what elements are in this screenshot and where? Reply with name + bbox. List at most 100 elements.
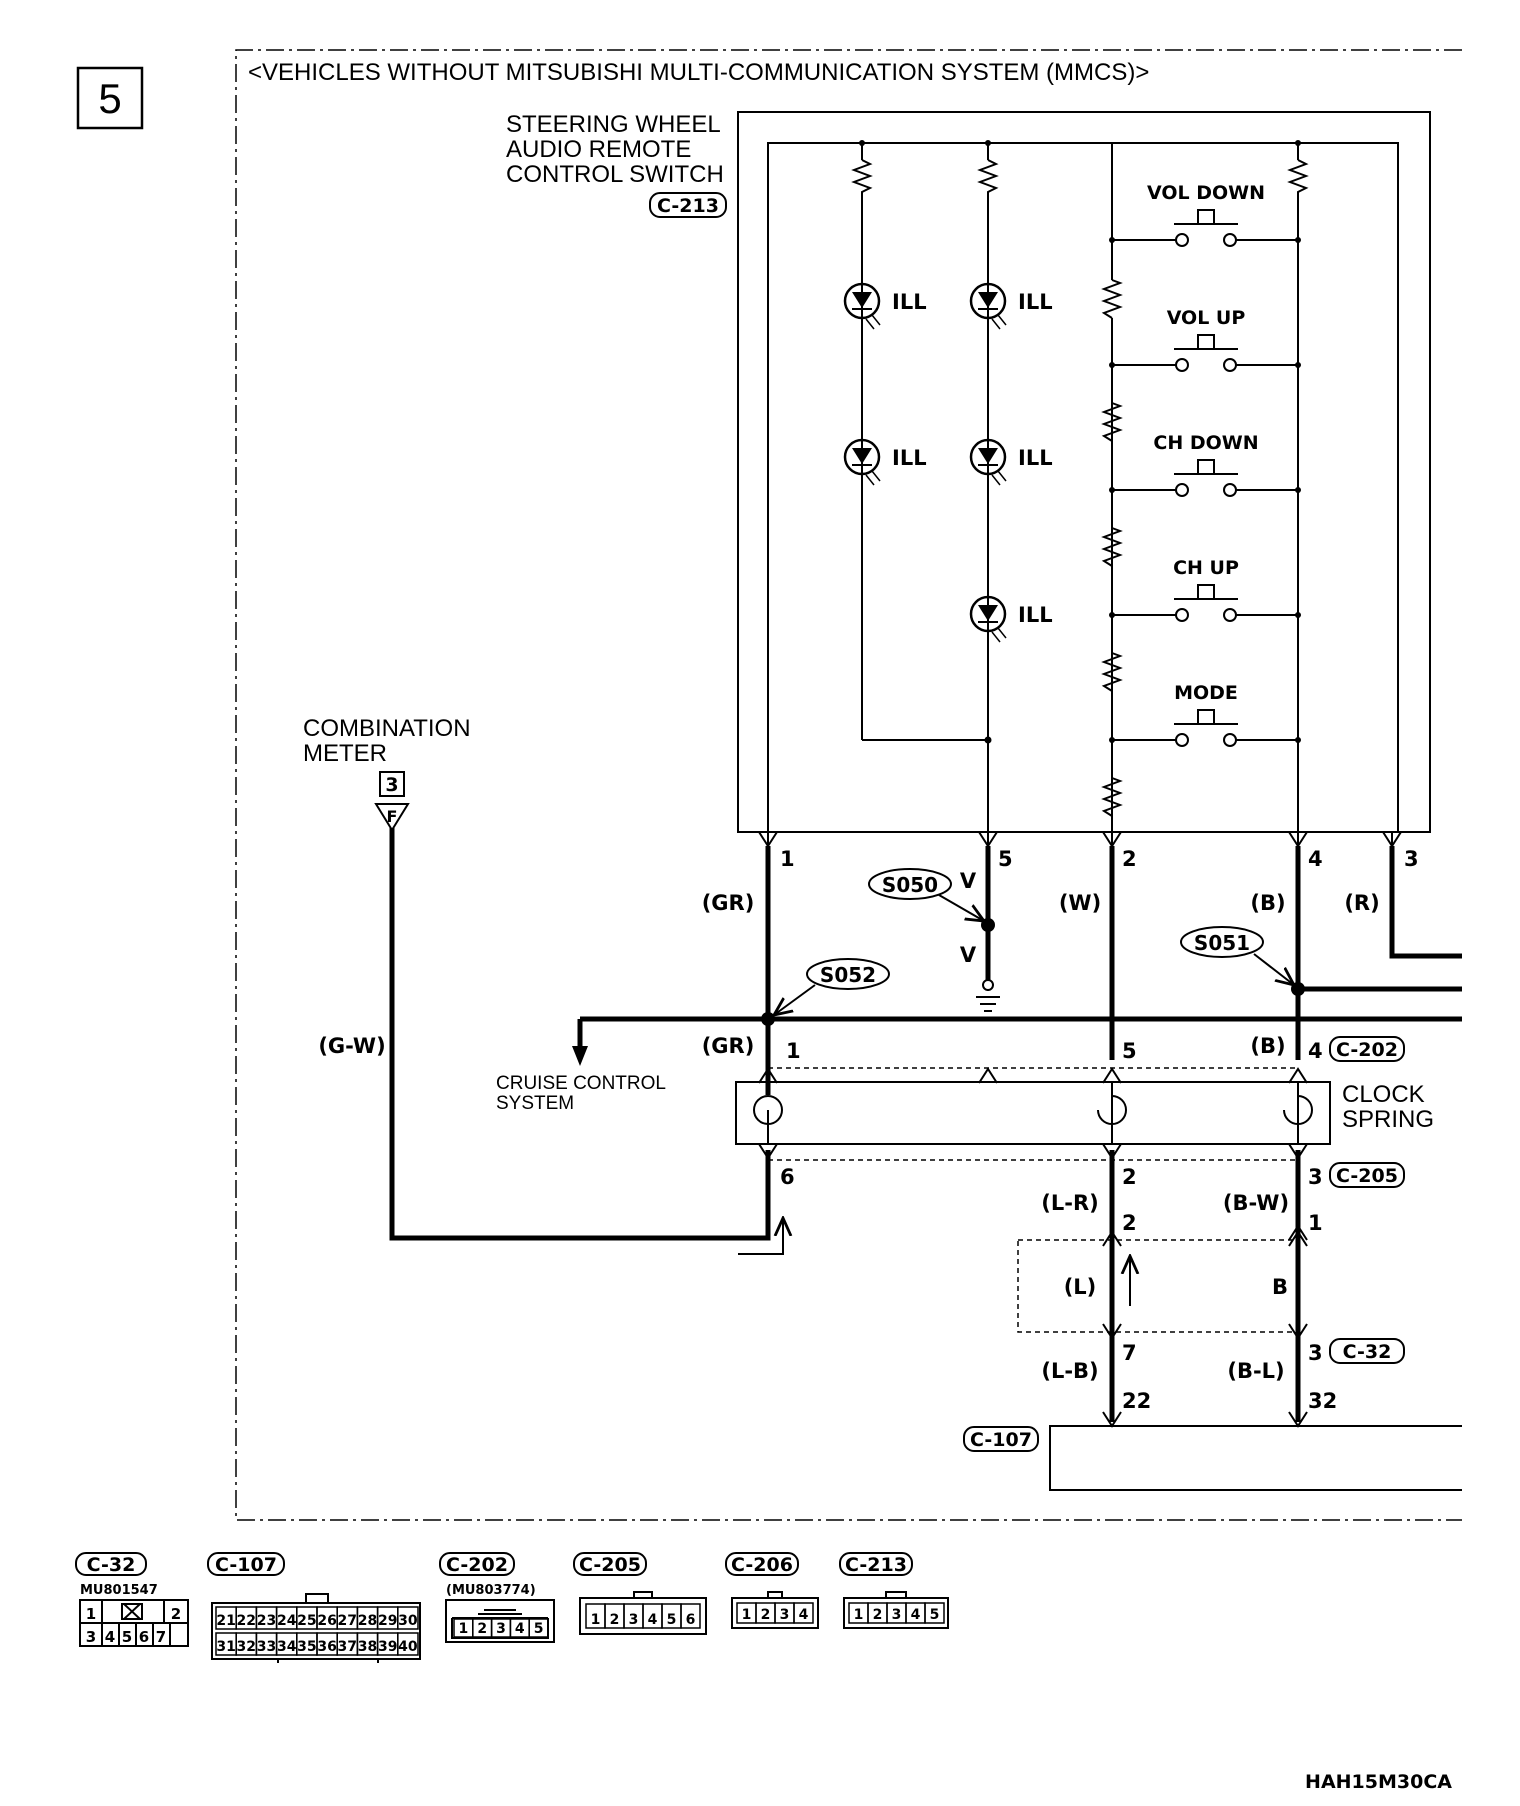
pin-2: 2 (1122, 847, 1137, 871)
splice-s051: S051 (1180, 926, 1294, 985)
pin-number: 5 (667, 1612, 677, 1628)
svg-text:S052: S052 (820, 963, 876, 987)
svg-text:MU801547: MU801547 (80, 1583, 158, 1598)
spring-coil-2-icon (1097, 1095, 1127, 1125)
led-5-icon (969, 595, 1007, 643)
c202-pin-1: 1 (786, 1039, 801, 1063)
connector-c107-label: C-107 (970, 1429, 1032, 1451)
led-2-icon (843, 438, 881, 486)
pin-number: 23 (257, 1613, 276, 1629)
pin-number: 1 (591, 1612, 601, 1628)
pin-number: 1 (459, 1621, 469, 1637)
pin-number: 27 (338, 1613, 357, 1629)
ground-icon (976, 979, 1000, 1012)
switch-ch-down-icon (1109, 459, 1301, 497)
pin-number: 4 (515, 1621, 525, 1637)
pin-number: 21 (216, 1613, 235, 1629)
switch-label-vol-down: VOL DOWN (1147, 182, 1265, 204)
wire-b: (B) (1250, 891, 1285, 915)
meter-terminal: F (387, 807, 398, 826)
connector-c32-label: C-32 (1343, 1341, 1392, 1363)
wire-gr-2: (GR) (702, 1034, 755, 1058)
spring-coil-3-icon (1283, 1095, 1313, 1125)
wire-v-lower: V (960, 943, 977, 967)
meter-box-number: 3 (385, 774, 398, 796)
pin-number: 30 (398, 1613, 418, 1629)
led-label-3: ILL (1018, 290, 1053, 314)
switch-label-vol-up: VOL UP (1167, 307, 1246, 329)
vehicle-variant-border (235, 49, 1462, 1521)
svg-text:(MU803774): (MU803774) (446, 1583, 536, 1598)
switch-mode-icon (1109, 709, 1301, 747)
joint-pin-3: 3 (1308, 1341, 1323, 1365)
connector-c202-label: C-202 (1336, 1039, 1398, 1061)
pin-cell (397, 1632, 419, 1656)
svg-text:6: 6 (139, 1628, 149, 1646)
pin-number: 29 (378, 1613, 397, 1629)
pin-number: 3 (892, 1607, 902, 1623)
pin-number: 2 (477, 1621, 487, 1637)
pin-number: 40 (398, 1639, 418, 1655)
wires: (GR) V V (W) (B) (R) (389, 828, 1462, 1422)
svg-text:C-202: C-202 (446, 1554, 508, 1576)
svg-text:3: 3 (86, 1628, 96, 1646)
pin-4: 4 (1308, 847, 1323, 871)
led-1-icon (843, 282, 881, 330)
pin-number: 6 (686, 1612, 696, 1628)
cruise-title-2: SYSTEM (496, 1093, 574, 1114)
spring-coil-1-icon (752, 1095, 783, 1144)
pin-number: 38 (358, 1639, 377, 1655)
c107-unit: 22 32 C-107 (963, 1389, 1462, 1491)
pin-number: 37 (338, 1639, 357, 1655)
pin-cell (793, 1602, 814, 1624)
led-label-4: ILL (1018, 446, 1053, 470)
pin-number: 2 (873, 1607, 883, 1623)
splice-s050: S050 (868, 868, 984, 921)
wire-b-w: (B-W) (1223, 1191, 1289, 1215)
pin-number: 32 (237, 1639, 256, 1655)
pin-number: 31 (216, 1639, 235, 1655)
wire-l: (L) (1064, 1275, 1097, 1299)
pin-cell (528, 1618, 549, 1638)
joint-pin-2: 2 (1122, 1211, 1137, 1235)
pin-5: 5 (998, 847, 1013, 871)
pin-number: 35 (297, 1639, 316, 1655)
wire-v-upper: V (960, 869, 977, 893)
switch-vol-up-icon (1109, 334, 1301, 372)
steering-switch-block: STEERING WHEEL AUDIO REMOTE CONTROL SWIT… (506, 111, 1431, 833)
combination-meter: COMBINATION METER 3 F (G-W) (303, 715, 471, 1058)
c205-pin-3: 3 (1308, 1165, 1323, 1189)
led-4-icon (969, 438, 1007, 486)
wire-w: (W) (1059, 891, 1101, 915)
wire-gr: (GR) (702, 891, 755, 915)
pin-number: 1 (854, 1607, 864, 1623)
pin-number: 3 (780, 1607, 790, 1623)
pin-number: 34 (277, 1639, 297, 1655)
connector-c205-label: C-205 (1336, 1165, 1398, 1187)
svg-text:S051: S051 (1194, 931, 1250, 955)
svg-text:C-206: C-206 (731, 1554, 793, 1576)
switch-vol-down-icon (1109, 209, 1301, 247)
switch-pins: 1 5 2 4 3 (758, 831, 1419, 871)
wire-b-solid: B (1272, 1275, 1288, 1299)
pin-number: 28 (358, 1613, 377, 1629)
splice-s052: S052 (774, 958, 890, 1015)
pin-number: 3 (629, 1612, 639, 1628)
wire-b-l: (B-L) (1227, 1359, 1284, 1383)
joint-pin-1: 1 (1308, 1211, 1323, 1235)
c202-pin-5: 5 (1122, 1039, 1137, 1063)
pin-number: 2 (761, 1607, 771, 1623)
pin-cell (397, 1606, 419, 1630)
joint-pin-7: 7 (1122, 1341, 1137, 1365)
led-label-5: ILL (1018, 603, 1053, 627)
c107-pin-22: 22 (1122, 1389, 1151, 1413)
variant-header: <VEHICLES WITHOUT MITSUBISHI MULTI-COMMU… (248, 59, 1149, 86)
pin-cell (924, 1602, 945, 1624)
pin-number: 5 (930, 1607, 940, 1623)
switch-title-3: CONTROL SWITCH (506, 161, 724, 188)
legend-c32: C-32 MU801547 1 2 3 4 5 6 7 (75, 1552, 189, 1647)
